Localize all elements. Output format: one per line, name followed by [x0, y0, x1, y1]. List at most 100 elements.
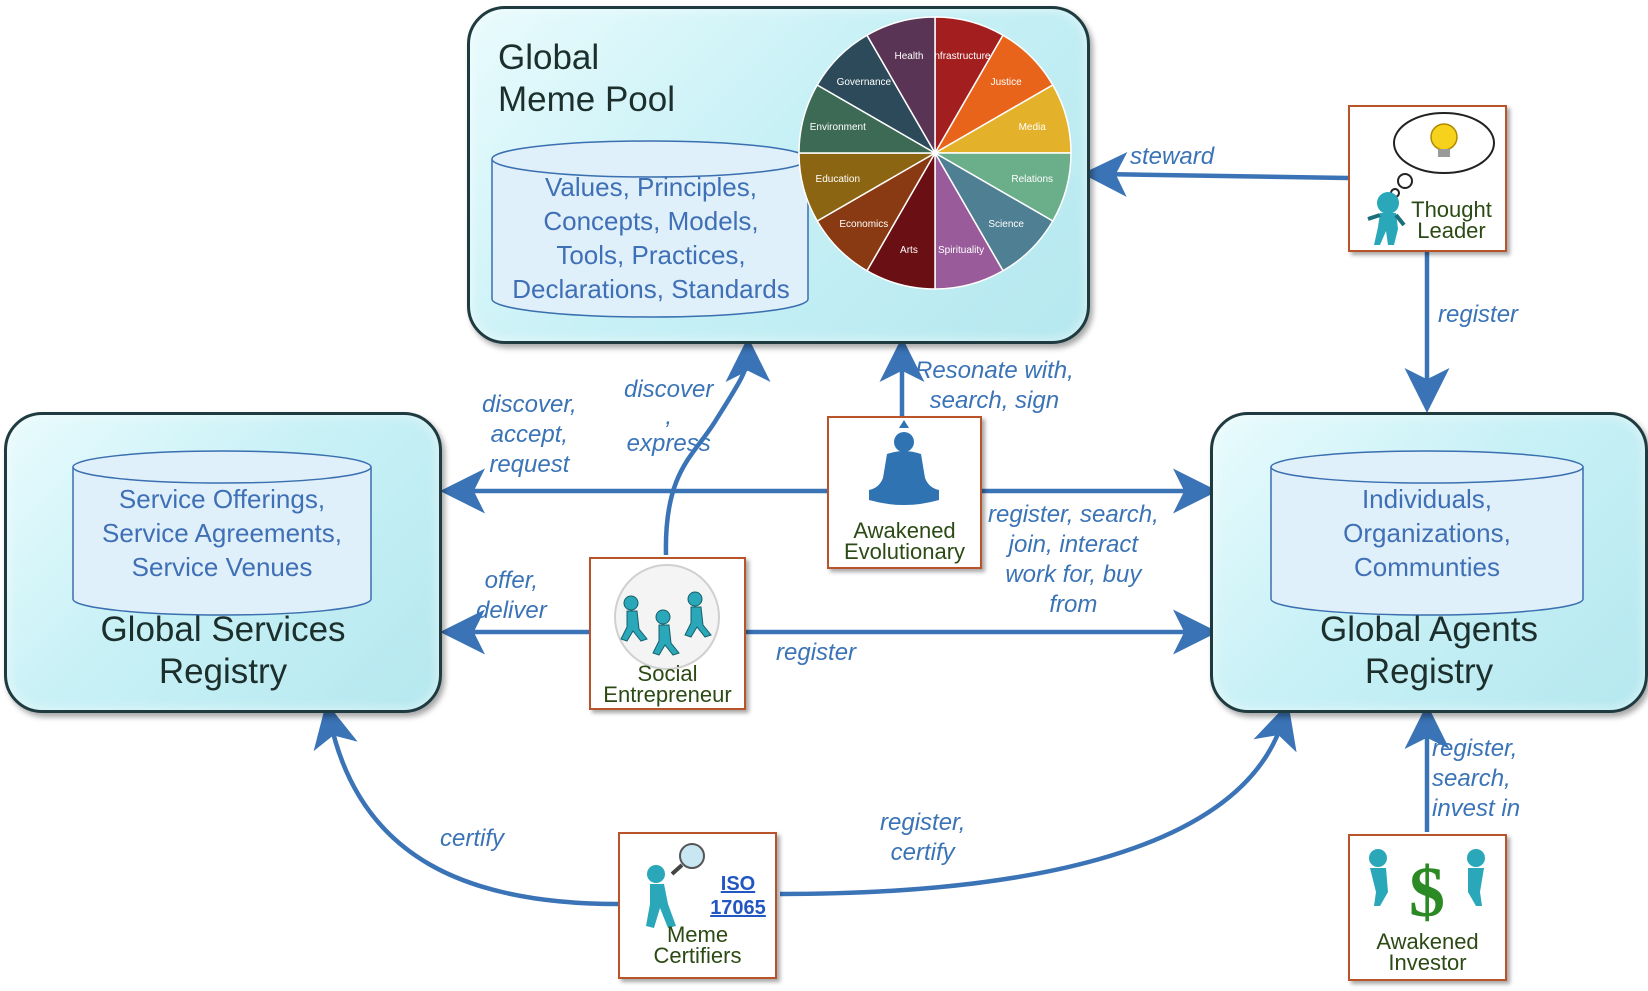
awakened-investor-line1: Awakened	[1376, 929, 1479, 954]
label-register-search-join: register, search, join, interact work fo…	[988, 500, 1159, 620]
iso-line1: ISO	[720, 873, 756, 895]
awakened-investor-line2: Investor	[1388, 950, 1467, 975]
arrow-certify	[313, 702, 619, 907]
label-resonate-line1: Resonate with,	[915, 357, 1074, 384]
label-register-search-invest-line1: register,	[1432, 735, 1518, 762]
dollar-figures-icon: $	[1369, 849, 1485, 932]
arrow-register-certify	[779, 702, 1297, 897]
meme-pool-item: Declarations, Standards	[512, 274, 790, 304]
social-entrepreneur-line2: Entrepreneur	[603, 682, 732, 707]
awakened-evolutionary-actor[interactable]: Awakened Evolutionary	[827, 416, 982, 569]
label-register-social-entrepreneur: register	[776, 639, 857, 666]
thought-leader-label: Thought Leader	[1398, 197, 1505, 243]
label-register-search-join-line2: join, interact	[1008, 531, 1139, 558]
thought-leader-actor[interactable]: Thought Leader	[1348, 105, 1507, 252]
awakened-evolutionary-line1: Awakened	[853, 518, 956, 543]
label-register-certify-line1: register,	[880, 809, 966, 836]
pie-label-media: Media	[1019, 122, 1047, 133]
label-certify: certify	[440, 825, 505, 852]
svg-text:$: $	[1409, 852, 1445, 932]
meme-pool-item: Concepts, Models,	[543, 206, 759, 236]
social-entrepreneur-label: Social Entrepreneur	[591, 661, 744, 707]
iso-standard-link[interactable]: ISO 17065	[698, 872, 778, 920]
label-offer-deliver: offer, deliver	[476, 566, 547, 626]
meme-pool-cylinder-icon	[491, 140, 809, 318]
meme-pool-item: Tools, Practices,	[556, 240, 746, 270]
meme-pool-cylinder-text: Values, Principles, Concepts, Models, To…	[492, 170, 810, 306]
pie-slice-health	[865, 16, 936, 156]
arrow-discover-express	[663, 337, 771, 556]
global-services-registry-box: Service Offerings, Service Agreements, S…	[4, 412, 442, 713]
label-register-search-join-line3: work for, buy	[1005, 561, 1142, 588]
label-register-search-join-line4: from	[1049, 591, 1098, 618]
label-discover-express-line2: ,	[665, 403, 673, 430]
domains-pie-chart: InfrastructureJusticeMediaRelationsScien…	[798, 16, 1072, 290]
pie-label-justice: Justice	[991, 77, 1023, 88]
services-item: Service Agreements,	[102, 518, 342, 548]
magnifier-figure-icon	[646, 843, 705, 928]
label-discover-express-line3: express	[626, 430, 711, 457]
pie-label-spirituality: Spirituality	[938, 245, 984, 256]
pie-label-infrastructure: Infrastructure	[932, 51, 991, 62]
awakened-investor-actor[interactable]: $ Awakened Investor	[1348, 834, 1507, 981]
label-register-search-invest-line3: invest in	[1432, 795, 1521, 822]
agents-item: Organizations,	[1343, 518, 1511, 548]
label-register-search-invest-line2: search,	[1432, 765, 1511, 792]
meme-certifiers-actor[interactable]: ISO 17065 Meme Certifiers	[618, 832, 777, 979]
lightbulb-thinker-icon	[1367, 112, 1495, 245]
pie-label-health: Health	[894, 51, 923, 62]
label-steward: steward	[1130, 143, 1215, 170]
pie-label-arts: Arts	[900, 245, 918, 256]
label-discover-express-line1: discover	[624, 376, 714, 403]
agents-title-line2: Registry	[1364, 652, 1494, 691]
agents-item: Communties	[1354, 552, 1500, 582]
services-title-line1: Global Services	[100, 610, 346, 649]
label-offer-deliver-line1: offer,	[484, 567, 539, 594]
meme-pool-title-line1: Global	[498, 38, 600, 77]
label-register-certify: register, certify	[880, 808, 965, 868]
agents-title-line1: Global Agents	[1320, 610, 1538, 649]
social-entrepreneur-line1: Social	[637, 661, 698, 686]
running-figures-icon	[614, 564, 720, 670]
awakened-evolutionary-line2: Evolutionary	[843, 539, 966, 564]
label-resonate-line2: search, sign	[929, 387, 1060, 414]
pie-label-education: Education	[816, 174, 860, 185]
label-discover-accept-line1: discover,	[482, 391, 577, 418]
iso-line2: 17065	[710, 897, 766, 919]
label-discover-accept-line2: accept,	[490, 421, 569, 448]
label-offer-deliver-line2: deliver	[476, 597, 547, 624]
global-meme-pool-box: Global Meme Pool Values, Principles, Con…	[467, 6, 1090, 344]
services-item: Service Venues	[131, 552, 313, 582]
arrow-steward	[1082, 151, 1349, 197]
agents-registry-title: Global Agents Registry	[1213, 609, 1645, 693]
agents-item: Individuals,	[1361, 484, 1493, 514]
pie-label-governance: Governance	[837, 77, 892, 88]
agents-cylinder-icon	[1270, 450, 1584, 616]
label-discover-accept: discover, accept, request	[482, 390, 577, 480]
thought-leader-label-line2: Leader	[1417, 218, 1486, 243]
awakened-evolutionary-label: Awakened Evolutionary	[829, 518, 980, 564]
services-item: Service Offerings,	[118, 484, 326, 514]
label-register-search-invest: register, search, invest in	[1432, 734, 1520, 824]
meme-pool-title-line2: Meme Pool	[498, 80, 676, 119]
social-entrepreneur-actor[interactable]: Social Entrepreneur	[589, 557, 746, 710]
meme-certifiers-label: Meme Certifiers	[620, 922, 775, 968]
label-discover-accept-line3: request	[489, 451, 570, 478]
pie-label-environment: Environment	[810, 122, 866, 133]
meme-certifiers-line2: Certifiers	[653, 943, 742, 968]
thought-leader-label-line1: Thought	[1411, 197, 1492, 222]
services-registry-title: Global Services Registry	[7, 609, 439, 693]
label-register-search-join-line1: register, search,	[988, 501, 1159, 528]
services-cylinder-text: Service Offerings, Service Agreements, S…	[71, 482, 373, 584]
services-cylinder-icon	[72, 450, 372, 616]
meme-pool-title: Global Meme Pool	[498, 37, 675, 121]
global-agents-registry-box: Individuals, Organizations, Communties G…	[1210, 412, 1648, 713]
meme-certifiers-line1: Meme	[666, 922, 729, 947]
pie-label-science: Science	[988, 219, 1024, 230]
pie-label-relations: Relations	[1011, 174, 1053, 185]
label-register-thought-leader: register	[1438, 301, 1519, 328]
pie-label-economics: Economics	[839, 219, 888, 230]
label-register-certify-line2: certify	[890, 839, 955, 866]
